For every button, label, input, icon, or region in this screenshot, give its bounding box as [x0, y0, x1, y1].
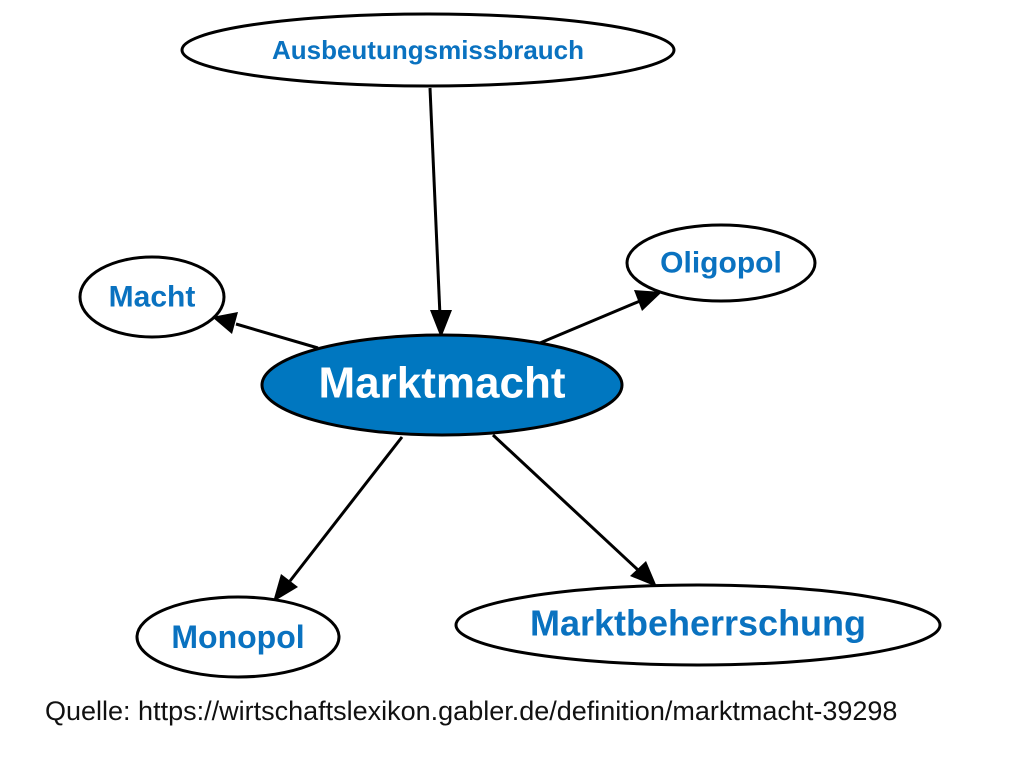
node-label: Ausbeutungsmissbrauch	[272, 35, 584, 65]
node-marktbeherrschung[interactable]: Marktbeherrschung	[454, 583, 942, 667]
arrowhead	[630, 561, 657, 587]
arrowhead	[212, 312, 238, 334]
node-marktmacht-center[interactable]: Marktmacht	[260, 333, 624, 437]
arrowhead	[430, 310, 452, 338]
node-label: Monopol	[171, 619, 304, 655]
arrowhead	[273, 574, 298, 602]
center-label: Marktmacht	[319, 359, 566, 408]
node-oligopol[interactable]: Oligopol	[625, 223, 817, 303]
node-monopol[interactable]: Monopol	[135, 595, 341, 679]
node-label: Marktbeherrschung	[530, 603, 866, 644]
edge-marktmacht-marktbeherrschung	[491, 433, 640, 572]
arrowhead	[634, 290, 662, 311]
edge-marktmacht-monopol	[288, 436, 404, 582]
edge-ausbeutung-marktmacht	[428, 87, 442, 317]
edge-marktmacht-macht	[235, 322, 319, 350]
node-ausbeutungsmissbrauch[interactable]: Ausbeutungsmissbrauch	[180, 12, 676, 88]
source-caption: Quelle: https://wirtschaftslexikon.gable…	[45, 696, 898, 726]
node-macht[interactable]: Macht	[78, 255, 226, 339]
edge-marktmacht-oligopol	[539, 299, 641, 345]
node-label: Macht	[109, 281, 196, 314]
node-label: Oligopol	[660, 247, 782, 280]
